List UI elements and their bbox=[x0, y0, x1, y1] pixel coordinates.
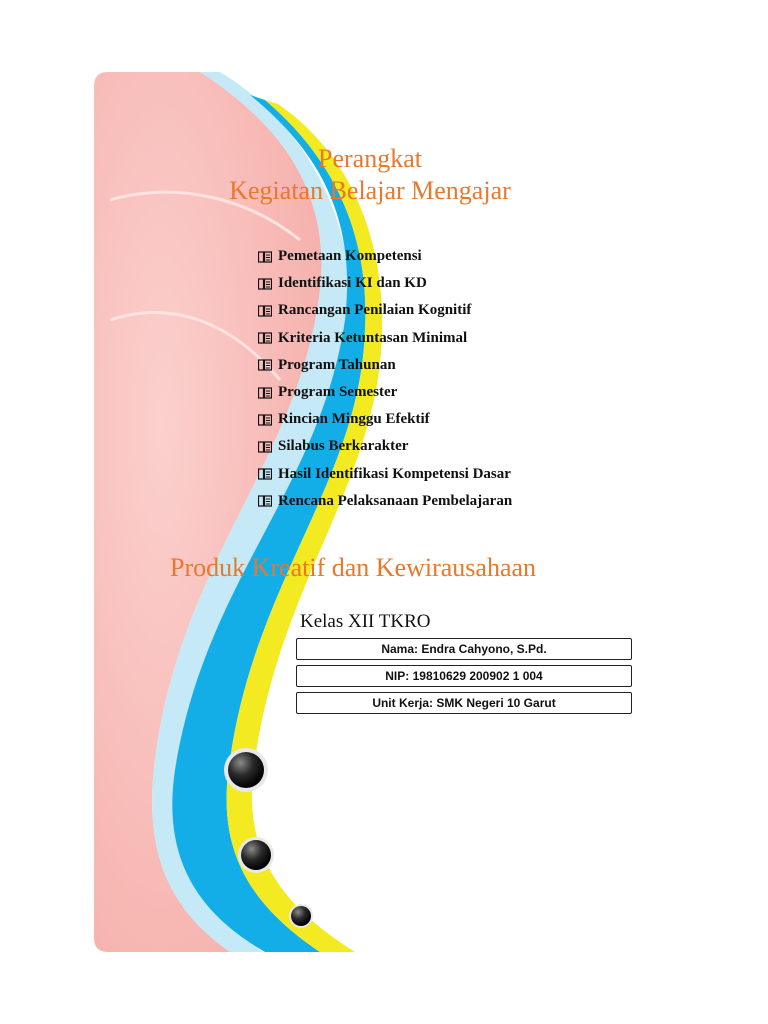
pink-panel bbox=[94, 72, 322, 952]
contents-list: Pemetaan Kompetensi Identifikasi KI dan … bbox=[257, 243, 512, 515]
book-list-icon bbox=[257, 359, 273, 371]
class-label: Kelas XII TKRO bbox=[300, 611, 431, 632]
list-item: Kriteria Ketuntasan Minimal bbox=[257, 325, 512, 352]
book-list-icon bbox=[257, 495, 273, 507]
book-list-icon bbox=[257, 441, 273, 453]
yellow-wave bbox=[226, 100, 383, 952]
author-nip-box: NIP: 19810629 200902 1 004 bbox=[296, 665, 632, 687]
list-item: Pemetaan Kompetensi bbox=[257, 243, 512, 270]
list-item: Program Semester bbox=[257, 379, 512, 406]
list-item: Rencana Pelaksanaan Pembelajaran bbox=[257, 488, 512, 515]
title-line-1: Perangkat bbox=[318, 144, 422, 173]
book-list-icon bbox=[257, 250, 273, 263]
book-list-icon bbox=[257, 332, 273, 344]
book-list-icon bbox=[257, 305, 273, 317]
list-item: Hasil Identifikasi Kompetensi Dasar bbox=[257, 461, 512, 488]
author-unit-box: Unit Kerja: SMK Negeri 10 Garut bbox=[296, 692, 632, 714]
author-name-box: Nama: Endra Cahyono, S.Pd. bbox=[296, 638, 632, 660]
list-item: Rancangan Penilaian Kognitif bbox=[257, 297, 512, 324]
book-list-icon bbox=[257, 278, 273, 290]
book-list-icon bbox=[257, 386, 273, 399]
list-item: Rincian Minggu Efektif bbox=[257, 406, 512, 433]
list-item: Silabus Berkarakter bbox=[257, 433, 512, 460]
title-line-2: Kegiatan Belajar Mengajar bbox=[229, 176, 511, 205]
blue-wave bbox=[172, 95, 366, 952]
list-item: Identifikasi KI dan KD bbox=[257, 270, 512, 297]
book-list-icon bbox=[257, 414, 273, 426]
list-item: Program Tahunan bbox=[257, 352, 512, 379]
book-list-icon bbox=[257, 468, 273, 480]
subject-title: Produk Kreatif dan Kewirausahaan bbox=[170, 553, 537, 582]
